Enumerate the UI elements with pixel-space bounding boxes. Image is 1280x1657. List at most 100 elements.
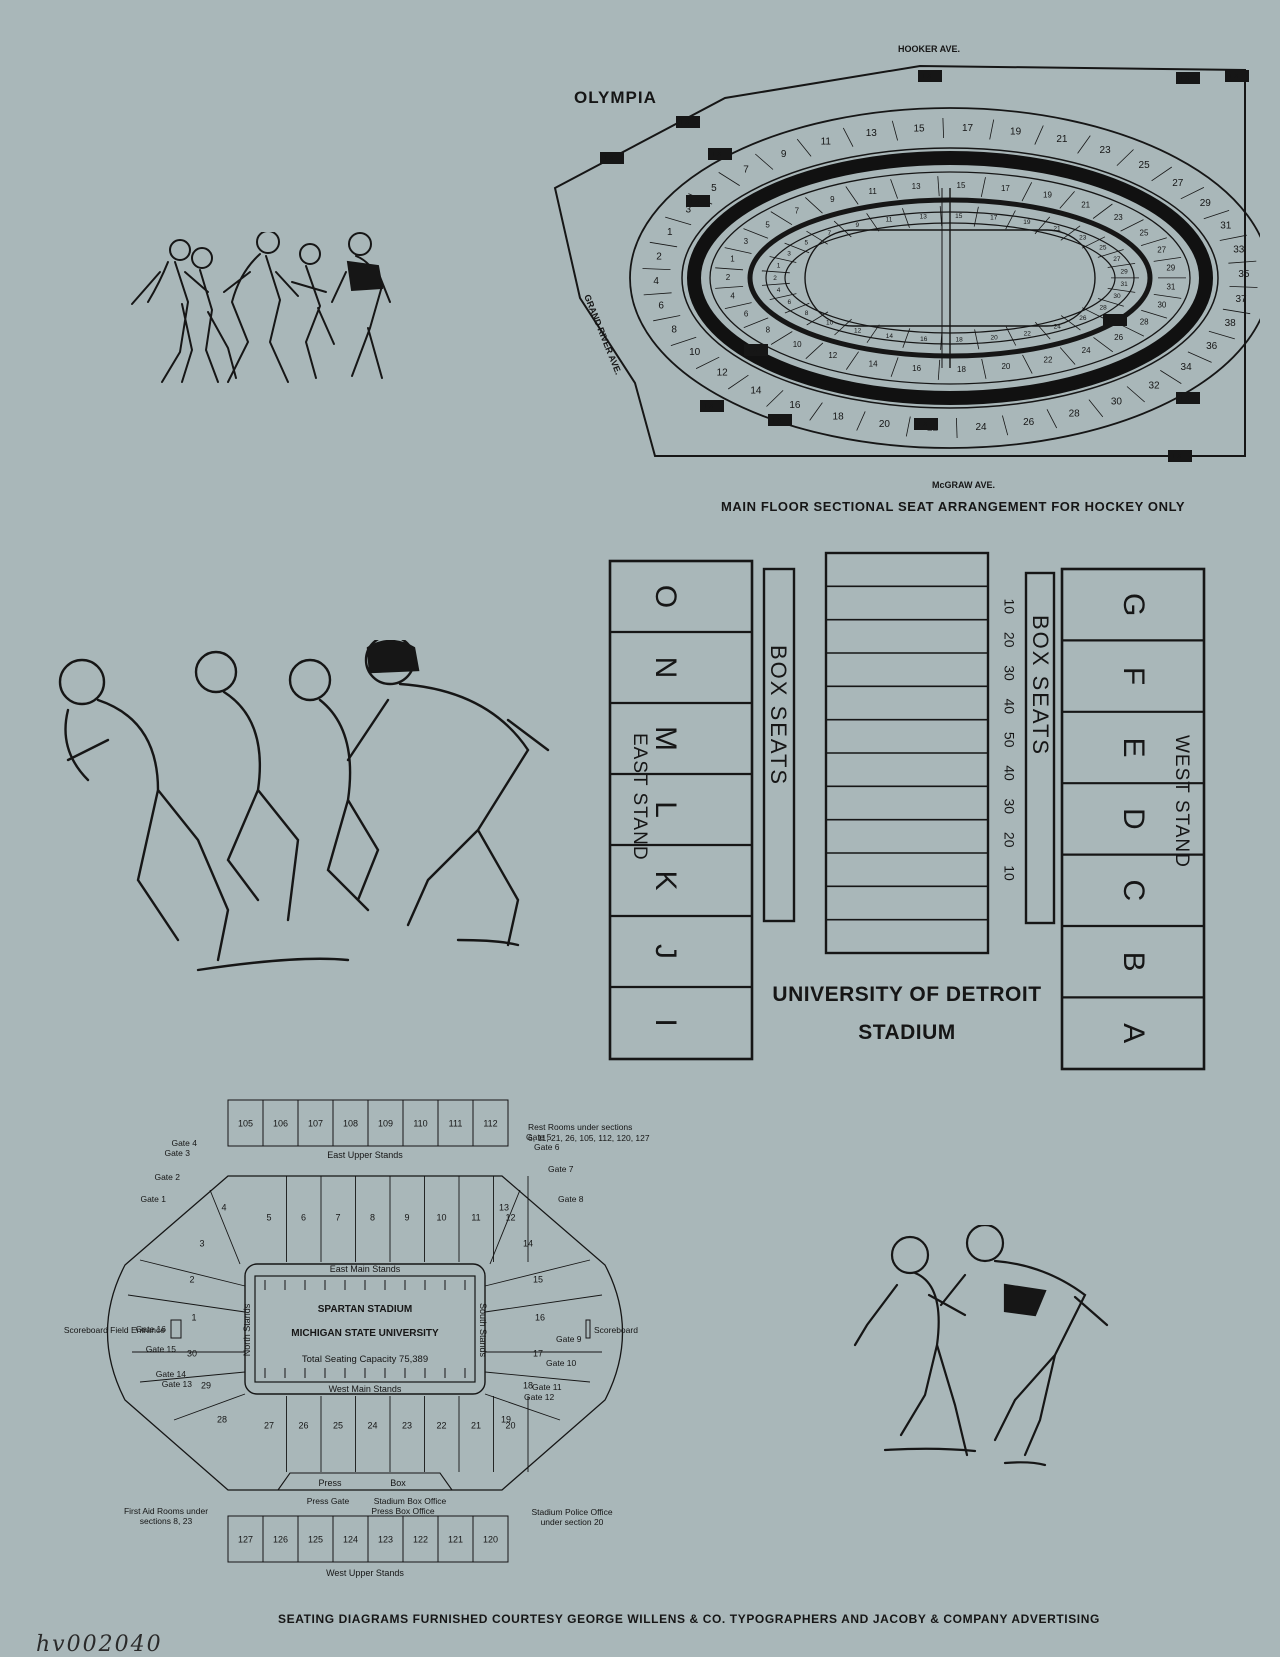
gate-label: Gate 12	[524, 1392, 555, 1402]
olympia-section-divider	[974, 329, 980, 350]
east-main-section: 10	[436, 1212, 446, 1222]
udetroit-west-section: B	[1117, 952, 1150, 972]
west-upper-section: 121	[448, 1534, 463, 1544]
olympia-section-divider	[784, 302, 810, 314]
udetroit-east-stand	[608, 559, 754, 1061]
olympia-section-divider	[649, 241, 678, 248]
exit-sign	[676, 116, 700, 128]
olympia-section-divider	[902, 208, 910, 228]
olympia-section: 21	[1053, 226, 1061, 233]
udetroit-yard-number: 20	[1001, 632, 1017, 648]
spartan-school-name: MICHIGAN STATE UNIVERSITY	[291, 1328, 439, 1339]
olympia-section: 10	[689, 347, 701, 358]
north-section: 2	[189, 1274, 194, 1284]
olympia-section: 6	[658, 301, 664, 312]
olympia-section: 38	[1225, 318, 1237, 329]
olympia-section-divider	[856, 411, 866, 431]
olympia-section-divider	[833, 220, 852, 238]
olympia-section-divider	[1034, 216, 1051, 235]
restrooms-note-line2: 6, 11, 21, 26, 105, 112, 120, 127	[528, 1133, 650, 1143]
olympia-section-divider	[1120, 324, 1145, 337]
olympia-section: 3	[686, 204, 692, 215]
gate-label: Gate 1	[140, 1194, 166, 1204]
police-note-line2: under section 20	[541, 1517, 604, 1527]
scoreboard-label: Scoreboard	[594, 1325, 638, 1335]
exit-label: EXIT	[681, 119, 695, 126]
udetroit-east-section: L	[649, 801, 682, 818]
olympia-section-divider	[1107, 263, 1136, 268]
gate-label: Gate 10	[546, 1358, 577, 1368]
west-main-section: 26	[298, 1420, 308, 1430]
olympia-section-divider	[1219, 234, 1247, 241]
gate-label: Gate 6	[534, 1142, 560, 1152]
exit-label: EXIT	[1108, 317, 1122, 324]
police-note-line1: Stadium Police Office	[531, 1507, 612, 1517]
olympia-section: 4	[777, 287, 781, 294]
olympia-section-divider	[1222, 308, 1251, 315]
olympia-section-divider	[1160, 370, 1182, 384]
olympia-section: 12	[717, 367, 729, 378]
olympia-section: 9	[855, 222, 859, 229]
south-section: 18	[523, 1380, 533, 1390]
exit-sign	[708, 148, 732, 160]
scoreboard-entrance-marker	[170, 1319, 182, 1339]
olympia-section-divider	[845, 351, 859, 370]
olympia-section: 22	[1044, 356, 1053, 365]
olympia-section-divider	[1021, 182, 1033, 202]
olympia-concourse-ring	[687, 151, 1213, 405]
west-upper-section: 122	[413, 1534, 428, 1544]
udetroit-east-section: N	[649, 657, 682, 679]
olympia-section: 16	[912, 364, 921, 373]
exit-label: EXIT	[773, 417, 787, 424]
olympia-section-divider	[642, 268, 671, 270]
press-gate-label: Press Gate	[307, 1496, 350, 1506]
olympia-section: 29	[1166, 264, 1175, 273]
olympia-section: 15	[957, 181, 966, 190]
olympia-section: 24	[975, 422, 987, 433]
olympia-section: 17	[990, 215, 998, 222]
olympia-section: 7	[795, 207, 800, 216]
east-upper-section: 112	[483, 1118, 497, 1128]
udetroit-west-section: A	[1117, 1023, 1150, 1043]
olympia-section-divider	[866, 213, 880, 232]
olympia-section-divider	[805, 342, 824, 359]
udetroit-west-box-label: BOX SEATS	[1028, 615, 1053, 756]
udetroit-east-stand-label: EAST STAND	[629, 733, 650, 861]
west-upper-section: 124	[343, 1534, 358, 1544]
olympia-section: 14	[886, 333, 894, 340]
olympia-section-divider	[727, 374, 749, 390]
west-main-section: 22	[436, 1420, 446, 1430]
olympia-section-divider	[1088, 399, 1104, 418]
south-section: 14	[523, 1238, 533, 1248]
olympia-section-divider	[937, 359, 941, 380]
olympia-section: 7	[743, 165, 749, 176]
olympia-section-divider	[1153, 257, 1182, 262]
east-upper-section: 107	[308, 1118, 323, 1128]
north-section: 30	[187, 1348, 197, 1358]
olympia-section: 21	[1056, 134, 1068, 145]
press-box-office-label: Press Box Office	[371, 1506, 434, 1516]
olympia-section-divider	[761, 282, 790, 286]
olympia-section: 32	[1148, 381, 1160, 392]
olympia-section: 10	[793, 340, 802, 349]
east-main-section: 7	[335, 1212, 340, 1222]
west-upper-section: 120	[483, 1534, 498, 1544]
udetroit-yard-number: 40	[1001, 765, 1017, 781]
olympia-section-divider	[1187, 351, 1212, 363]
spartan-section-divider	[173, 1393, 246, 1421]
olympia-section: 14	[750, 385, 762, 396]
olympia-section-divider	[1060, 225, 1081, 241]
olympia-section-divider	[761, 270, 790, 274]
olympia-section: 6	[744, 310, 749, 319]
restrooms-note-line1: Rest Rooms under sections	[528, 1122, 632, 1132]
olympia-section-divider	[743, 317, 769, 328]
olympia-section-divider	[1077, 135, 1091, 154]
olympia-section-divider	[1005, 326, 1017, 346]
east-main-section: 12	[505, 1212, 515, 1222]
spartan-inner-wall	[244, 1263, 486, 1395]
east-main-section: 9	[404, 1212, 409, 1222]
olympia-section-divider	[769, 256, 797, 263]
west-main-section: 21	[471, 1420, 481, 1430]
udetroit-yard-number: 40	[1001, 699, 1017, 715]
